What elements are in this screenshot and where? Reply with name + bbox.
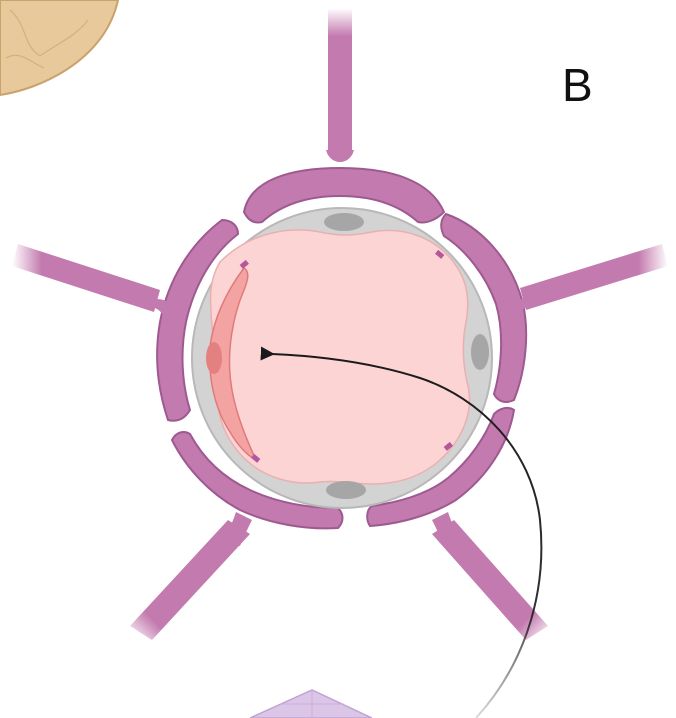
endothelial-nucleus-right (471, 334, 489, 370)
endothelial-nucleus-top (324, 213, 364, 231)
endothelial-nucleus-bottom (326, 481, 366, 499)
cell-fragment-bottom (250, 690, 372, 718)
neuron-fragment (0, 0, 118, 95)
panel-label: B (562, 62, 593, 108)
pericyte-nucleus (206, 342, 222, 374)
